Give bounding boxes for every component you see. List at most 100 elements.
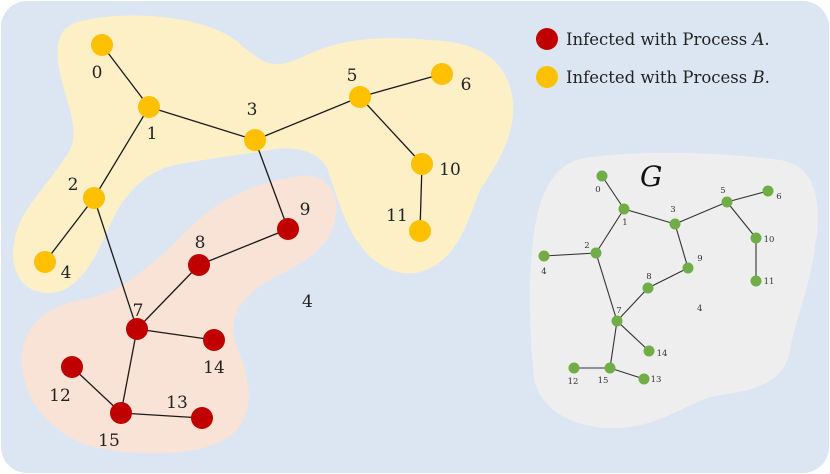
small-edge-7-14 (616, 320, 650, 352)
small-node-label-5: 5 (720, 186, 725, 196)
small-edge-3-5 (674, 201, 728, 225)
small-graph-component-count: 4 (697, 304, 702, 314)
small-node-11 (750, 275, 762, 287)
small-node-5 (721, 196, 733, 208)
node-label-10: 10 (439, 160, 461, 180)
small-edge-1-3 (623, 208, 676, 225)
legend-process-a-swatch (536, 28, 558, 50)
node-5 (349, 86, 371, 108)
small-node-7 (611, 315, 623, 327)
small-edge-0-1 (601, 175, 625, 210)
small-edge-5-10 (726, 201, 757, 239)
node-10 (411, 153, 433, 175)
small-node-15 (604, 362, 616, 374)
small-edge-15-13 (609, 367, 645, 380)
node-label-3: 3 (247, 100, 258, 120)
node-2 (83, 187, 105, 209)
small-node-label-10: 10 (764, 235, 775, 245)
edge-5-6 (359, 73, 443, 98)
edge-3-9 (254, 139, 289, 230)
node-8 (188, 254, 210, 276)
edge-1-3 (148, 106, 256, 141)
small-node-12 (568, 362, 580, 374)
edge-3-5 (254, 96, 361, 141)
node-15 (110, 402, 132, 424)
edge-9-8 (198, 228, 289, 266)
small-node-label-3: 3 (670, 205, 675, 215)
small-node-label-2: 2 (584, 241, 589, 251)
legend-b-suffix: . (765, 68, 770, 87)
small-node-10 (750, 232, 762, 244)
node-0 (91, 34, 113, 56)
small-graph-panel (529, 152, 818, 429)
edge-8-7 (136, 264, 200, 330)
small-edge-8-7 (616, 287, 649, 322)
small-node-2 (590, 247, 602, 259)
small-node-6 (762, 185, 774, 197)
small-edge-2-4 (543, 252, 597, 257)
node-label-7: 7 (133, 301, 144, 321)
small-node-label-9: 9 (697, 254, 702, 264)
node-13 (191, 407, 213, 429)
small-node-label-13: 13 (651, 375, 662, 385)
edge-0-1 (101, 44, 150, 108)
node-1 (138, 96, 160, 118)
node-14 (203, 329, 225, 351)
legend-process-b-label: Infected with Process B. (566, 68, 770, 87)
small-node-4 (538, 250, 550, 262)
edge-5-10 (359, 96, 423, 165)
small-node-3 (669, 218, 681, 230)
small-node-label-6: 6 (776, 192, 781, 202)
edge-2-4 (44, 197, 95, 263)
edge-1-2 (93, 106, 150, 199)
small-edge-5-6 (726, 190, 769, 203)
legend-process-a-label: Infected with Process A. (566, 30, 770, 49)
edge-15-13 (120, 412, 203, 419)
small-node-label-12: 12 (568, 377, 579, 387)
edge-15-12 (71, 366, 122, 414)
small-node-label-14: 14 (657, 349, 668, 359)
node-label-14: 14 (203, 358, 225, 378)
node-label-6: 6 (461, 75, 472, 95)
legend-b-prefix: Infected with Process (566, 68, 752, 87)
legend-a-prefix: Infected with Process (566, 30, 752, 49)
node-label-1: 1 (147, 124, 158, 144)
main-graph-edges (44, 44, 443, 419)
node-4 (34, 251, 56, 273)
small-graph-title: G (640, 160, 662, 193)
edge-2-7 (93, 197, 138, 330)
node-label-9: 9 (300, 200, 311, 220)
node-label-13: 13 (166, 393, 188, 413)
legend-process-b-swatch (536, 66, 558, 88)
node-label-2: 2 (68, 175, 79, 195)
node-label-8: 8 (195, 233, 206, 253)
node-label-0: 0 (92, 63, 103, 83)
small-node-9 (682, 262, 694, 274)
node-9 (277, 218, 299, 240)
main-graph-nodes (34, 34, 453, 429)
legend-a-var: A (750, 30, 764, 49)
small-node-0 (596, 170, 608, 182)
node-label-4: 4 (61, 263, 72, 283)
small-node-14 (643, 345, 655, 357)
process-b-region (13, 15, 514, 294)
small-edge-7-15 (609, 320, 618, 369)
small-graph-edges (543, 175, 769, 380)
small-edge-3-9 (674, 223, 689, 269)
small-node-13 (638, 373, 650, 385)
small-node-1 (618, 203, 630, 215)
main-graph-component-count: 4 (302, 292, 313, 312)
node-label-12: 12 (49, 386, 71, 406)
edge-7-14 (136, 328, 215, 341)
small-node-label-15: 15 (598, 376, 609, 386)
small-graph-nodes (538, 170, 774, 385)
node-3 (244, 129, 266, 151)
small-edge-1-2 (595, 208, 625, 254)
small-node-label-11: 11 (764, 277, 775, 287)
small-node-8 (642, 282, 654, 294)
node-6 (431, 63, 453, 85)
legend-a-suffix: . (764, 30, 769, 49)
node-11 (409, 220, 431, 242)
